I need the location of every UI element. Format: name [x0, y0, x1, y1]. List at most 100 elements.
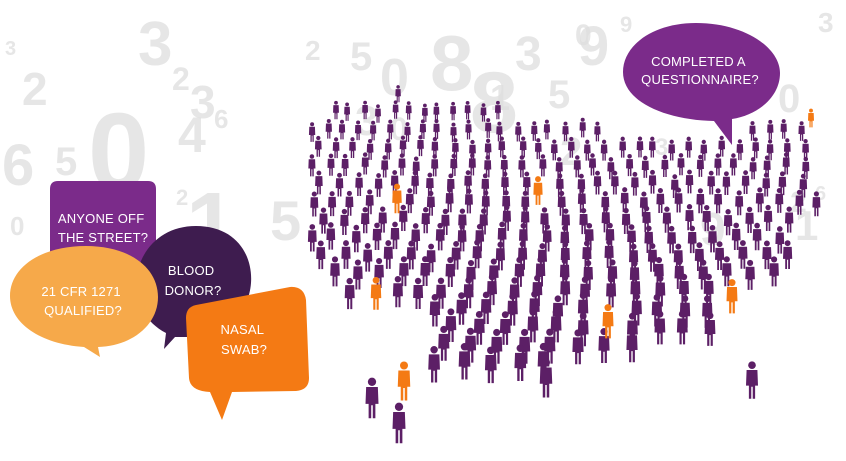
person-icon	[411, 170, 419, 195]
person-icon	[539, 154, 547, 177]
person-icon	[731, 222, 741, 251]
person-icon	[392, 276, 403, 308]
background-digit: 9	[578, 14, 609, 77]
person-icon	[405, 188, 414, 214]
person-icon	[479, 208, 488, 235]
background-digit: 0	[380, 49, 409, 107]
person-icon	[607, 157, 615, 180]
person-icon	[668, 139, 676, 161]
person-highlight-icon	[397, 361, 411, 401]
person-icon	[729, 153, 737, 176]
person-icon	[340, 208, 349, 236]
bubble-cfr-qualified: 21 CFR 1271 QUALIFIED?	[10, 246, 158, 357]
person-icon	[606, 276, 617, 308]
person-icon	[745, 206, 754, 233]
person-icon	[404, 122, 411, 142]
person-icon	[433, 102, 440, 121]
background-digit: 8	[430, 19, 473, 107]
person-icon	[769, 256, 779, 287]
person-icon	[335, 172, 344, 197]
background-digit: 8	[470, 55, 518, 151]
person-icon	[327, 153, 335, 176]
person-icon	[775, 226, 785, 254]
person-icon	[464, 100, 471, 120]
person-icon	[746, 361, 758, 399]
person-icon	[435, 222, 445, 251]
person-icon	[611, 170, 619, 195]
svg-text:NASAL SWAB?: NASAL SWAB?	[221, 322, 268, 357]
person-icon	[349, 137, 356, 158]
person-icon	[450, 101, 457, 121]
person-icon	[456, 292, 467, 325]
person-icon	[399, 256, 409, 287]
person-icon	[330, 256, 340, 287]
person-highlight-icon	[602, 304, 614, 339]
person-icon	[763, 204, 773, 232]
person-icon	[738, 240, 748, 269]
person-icon	[399, 135, 407, 157]
person-icon	[374, 173, 383, 197]
person-icon	[480, 291, 492, 325]
person-icon	[577, 292, 589, 325]
person-icon	[755, 187, 764, 213]
person-icon	[445, 187, 454, 213]
person-icon	[450, 153, 458, 176]
background-digit: 6	[214, 104, 228, 134]
background-digit: 4	[178, 107, 206, 163]
person-icon	[445, 256, 456, 287]
person-icon	[752, 137, 760, 159]
person-icon	[600, 139, 608, 161]
person-icon	[572, 329, 584, 365]
background-digit: 0	[575, 19, 592, 52]
person-icon	[674, 187, 683, 213]
background-digit: 9	[620, 12, 632, 37]
person-icon	[767, 119, 774, 140]
person-icon	[355, 172, 363, 196]
person-icon	[472, 239, 482, 269]
person-icon	[654, 310, 666, 345]
person-icon	[702, 204, 711, 232]
background-digit: 3	[138, 10, 172, 79]
person-icon	[594, 121, 601, 142]
person-icon	[648, 136, 656, 158]
person-icon	[351, 224, 361, 253]
bubble-text-line: NASAL	[221, 322, 264, 337]
person-icon	[431, 154, 439, 177]
person-icon	[676, 310, 688, 345]
person-icon	[499, 311, 511, 345]
person-icon	[399, 204, 408, 231]
person-icon	[560, 274, 571, 306]
person-icon	[631, 293, 642, 326]
person-icon	[392, 100, 399, 119]
person-icon	[494, 100, 501, 120]
person-icon	[567, 136, 575, 158]
person-icon	[390, 221, 400, 250]
person-icon	[762, 240, 772, 270]
person-icon	[667, 225, 676, 254]
bubble-shape	[186, 286, 309, 420]
background-digit: 2	[176, 185, 188, 210]
person-icon	[387, 119, 394, 140]
person-icon	[620, 187, 629, 213]
person-icon	[484, 346, 497, 384]
background-digit: 2	[305, 35, 321, 66]
person-icon	[495, 241, 505, 271]
person-icon	[685, 136, 693, 158]
person-icon	[685, 169, 694, 194]
person-icon	[372, 222, 382, 251]
person-icon	[648, 169, 657, 194]
person-icon	[421, 207, 430, 234]
person-icon	[741, 170, 750, 194]
person-icon	[392, 402, 406, 444]
person-icon	[715, 241, 725, 270]
person-icon	[588, 153, 597, 176]
person-icon	[795, 189, 804, 215]
person-icon	[480, 103, 487, 122]
person-icon	[465, 119, 472, 140]
svg-text:COMPLETED A QUESTIONNA: COMPLETED A QUESTIONNAIRE?	[641, 54, 759, 87]
person-icon	[307, 224, 317, 252]
person-icon	[344, 102, 351, 121]
person-icon	[333, 100, 339, 120]
